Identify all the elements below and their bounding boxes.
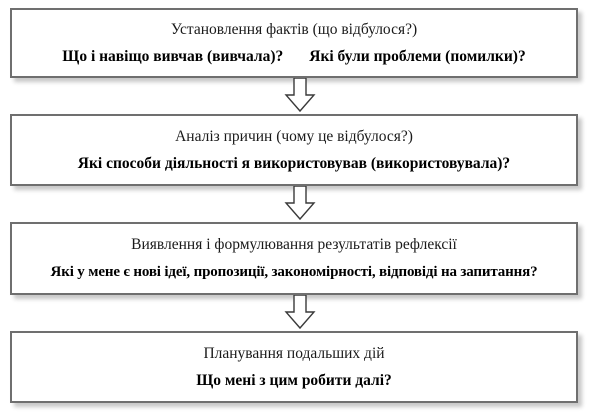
flow-step-3-title: Виявлення і формулювання результатів реф… <box>131 236 457 254</box>
down-block-arrow-icon-1 <box>279 78 321 114</box>
flow-step-1[interactable]: Установлення фактів (що відбулося?) Що і… <box>10 8 578 78</box>
flow-step-3-question-1: Які у мене є нові ідеї, пропозиції, зако… <box>50 263 538 280</box>
flow-step-1-question-1: Що і навіщо вивчав (вивчала)? <box>62 48 284 65</box>
flow-step-1-title: Установлення фактів (що відбулося?) <box>170 20 418 38</box>
flow-step-2[interactable]: Аналіз причин (чому це відбулося?) Які с… <box>10 114 578 186</box>
flow-step-3[interactable]: Виявлення і формулювання результатів реф… <box>10 222 578 295</box>
down-block-arrow-icon-2 <box>279 186 321 222</box>
flow-step-1-questions: Що і навіщо вивчав (вивчала)? Які були пр… <box>62 47 525 66</box>
flow-step-4-title: Планування подальших дій <box>203 344 385 362</box>
flow-step-2-question-1: Які способи діяльності я використовував … <box>77 155 511 172</box>
flow-step-4-question-1: Що мені з цим робити далі? <box>196 372 392 389</box>
flow-step-2-title: Аналіз причин (чому це відбулося?) <box>175 127 413 145</box>
down-block-arrow-icon-3 <box>279 295 321 331</box>
flow-step-4[interactable]: Планування подальших дій Що мені з цим р… <box>10 331 578 403</box>
flow-step-1-question-2: Які були проблеми (помилки)? <box>309 48 526 65</box>
